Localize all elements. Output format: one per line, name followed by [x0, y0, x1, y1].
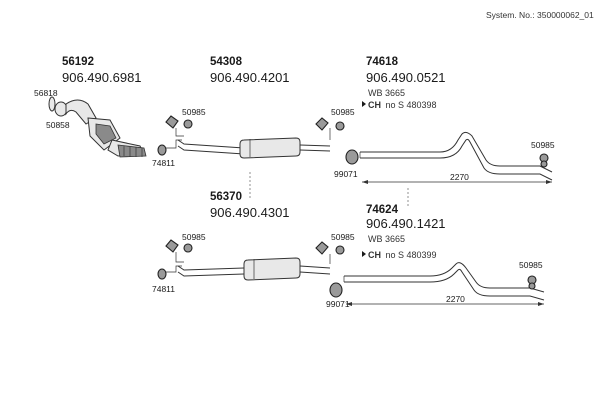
upper-rear-ch-label: CH [368, 100, 381, 110]
lower-middle-hanger-left-code: 50985 [182, 232, 206, 242]
system-number: System. No.: 350000062_01 [486, 10, 594, 20]
lower-rear-wheelbase: WB 3665 [368, 234, 405, 244]
lower-rear-ch-number: no S 480399 [386, 250, 437, 260]
lower-middle-ref-number: 906.490.4301 [210, 205, 290, 220]
catalyst-clamp-b-code: 50858 [46, 120, 70, 130]
upper-middle-clamp-code: 74811 [152, 158, 175, 168]
lower-rear-ref-number: 906.490.1421 [366, 216, 446, 231]
lower-rear-clamp-code: 99071 [326, 299, 350, 309]
lower-middle-clamp-code: 74811 [152, 284, 175, 294]
upper-middle-ref-number: 906.490.4201 [210, 70, 290, 85]
catalytic-converter [48, 96, 147, 158]
upper-tail-pipe-length: 2270 [450, 172, 469, 182]
lower-middle-silencer [157, 239, 345, 281]
upper-middle-silencer [157, 115, 345, 159]
lower-rear-hanger-code: 50985 [519, 260, 543, 270]
lower-rear-ch-label: CH [368, 250, 381, 260]
upper-rear-part-code: 74618 [366, 56, 399, 68]
upper-rear-clamp-code: 99071 [334, 169, 358, 179]
upper-rear-ref-number: 906.490.0521 [366, 70, 446, 85]
upper-middle-hanger-right-code: 50985 [331, 107, 355, 117]
lower-middle-hanger-right-code: 50985 [331, 232, 355, 242]
upper-ch-arrow-icon [362, 101, 366, 107]
upper-rear-hanger-code: 50985 [531, 140, 555, 150]
upper-rear-ch-number: no S 480398 [386, 100, 437, 110]
catalyst-ref-number: 906.490.6981 [62, 70, 142, 85]
catalyst-part-code: 56192 [62, 56, 94, 68]
upper-middle-part-code: 54308 [210, 56, 243, 68]
upper-middle-hanger-left-code: 50985 [182, 107, 206, 117]
upper-rear-wheelbase: WB 3665 [368, 88, 405, 98]
upper-tail-pipe [345, 131, 553, 184]
lower-ch-arrow-icon [362, 251, 366, 257]
lower-middle-part-code: 56370 [210, 191, 242, 203]
lower-rear-part-code: 74624 [366, 204, 399, 216]
lower-tail-pipe [329, 262, 545, 306]
lower-tail-pipe-length: 2270 [446, 294, 465, 304]
svg-text:CH no S 480399: CH no S 480399 [368, 250, 437, 260]
svg-text:CH no S 480398: CH no S 480398 [368, 100, 437, 110]
catalyst-clamp-a-code: 56818 [34, 88, 58, 98]
